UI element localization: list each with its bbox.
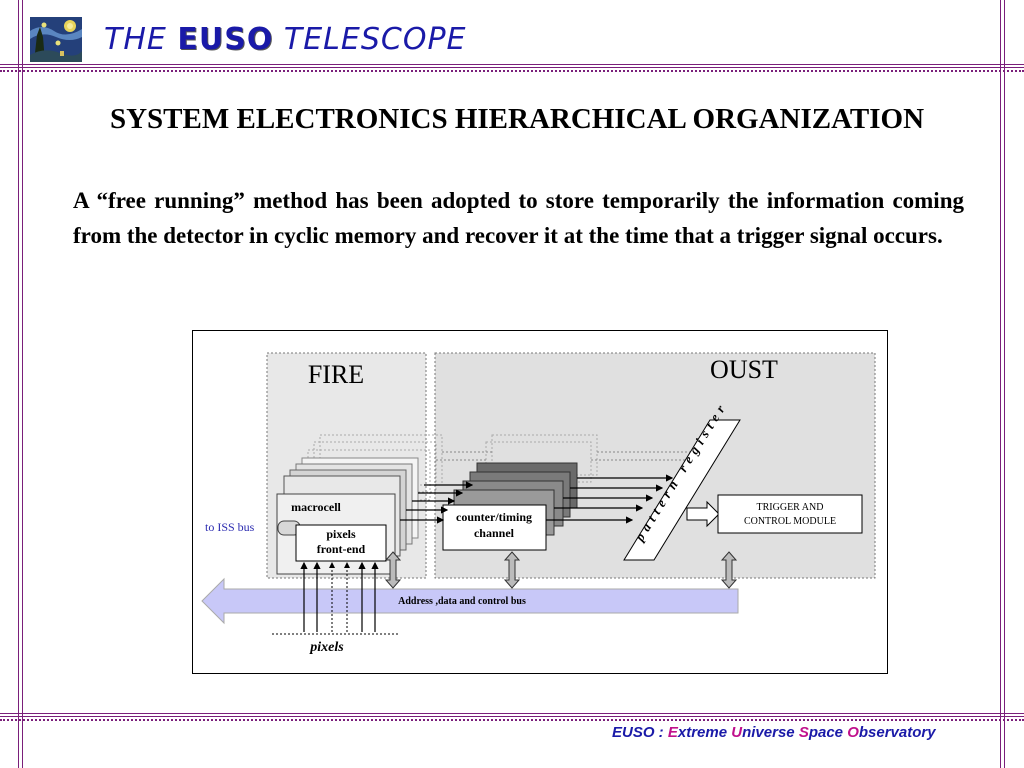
header-divider-line — [0, 64, 1024, 65]
right-border-line — [1000, 0, 1001, 768]
address-data-control-bus — [201, 577, 739, 625]
footer-e: E — [667, 724, 678, 741]
trigger-label-line1: TRIGGER AND — [757, 502, 824, 513]
slide-footer: EUSO : Extreme Universe Space Observator… — [612, 724, 936, 741]
footer-pace: pace — [808, 724, 844, 741]
oust-label: OUST — [710, 355, 778, 384]
trigger-control-module — [717, 494, 863, 534]
counter-label-line2: channel — [474, 526, 515, 540]
header-dotted-line — [0, 70, 1024, 72]
slide-heading: SYSTEM ELECTRONICS HIERARCHICAL ORGANIZA… — [109, 103, 925, 135]
footer-dotted-line — [0, 719, 1024, 721]
footer-u: U — [731, 724, 743, 741]
frontend-label-line1: pixels — [326, 527, 356, 541]
counter-timing-box — [442, 504, 547, 551]
footer-xtreme: xtreme — [677, 724, 728, 741]
pixels-label: pixels — [309, 640, 344, 655]
slide-paragraph: A “free running” method has been adopted… — [73, 188, 964, 248]
slide-header-title: THE EUSO TELESCOPE — [104, 22, 467, 57]
left-border-line — [18, 0, 19, 768]
footer-s: S — [798, 724, 809, 741]
title-suffix: TELESCOPE — [283, 22, 467, 57]
iss-bus-label: to ISS bus — [205, 520, 255, 534]
macrocell-label: macrocell — [291, 500, 341, 514]
pattern-register — [623, 419, 741, 561]
footer-divider-line — [0, 713, 1024, 714]
right-border-line-2 — [1004, 0, 1005, 768]
register-to-trigger-arrow — [686, 500, 720, 528]
left-border-line-2 — [22, 0, 23, 768]
counter-label-line1: counter/timing — [456, 510, 532, 524]
bus-label: Address ,data and control bus — [398, 596, 526, 607]
trigger-label-line2: CONTROL MODULE — [744, 516, 836, 527]
trigger-bus-link-arrow — [720, 551, 738, 589]
fire-label: FIRE — [308, 360, 364, 389]
footer-divider-line-2 — [0, 716, 1024, 717]
fire-bus-link-arrow — [384, 551, 402, 589]
starry-night-logo — [30, 17, 82, 62]
footer-bservatory: bservatory — [858, 724, 936, 741]
footer-o: O — [847, 724, 859, 741]
title-prefix: THE — [104, 22, 167, 57]
electronics-diagram: FIRE OUST macrocell to ISS bus pixels fr… — [192, 330, 888, 674]
counter-bus-link-arrow — [503, 551, 521, 589]
frontend-label-line2: front-end — [317, 542, 366, 556]
header-divider-line-2 — [0, 67, 1024, 68]
footer-euso: EUSO : — [612, 724, 664, 741]
footer-niverse: niverse — [742, 724, 795, 741]
pixels-frontend-box — [295, 524, 387, 562]
title-brand: EUSO — [177, 22, 274, 57]
